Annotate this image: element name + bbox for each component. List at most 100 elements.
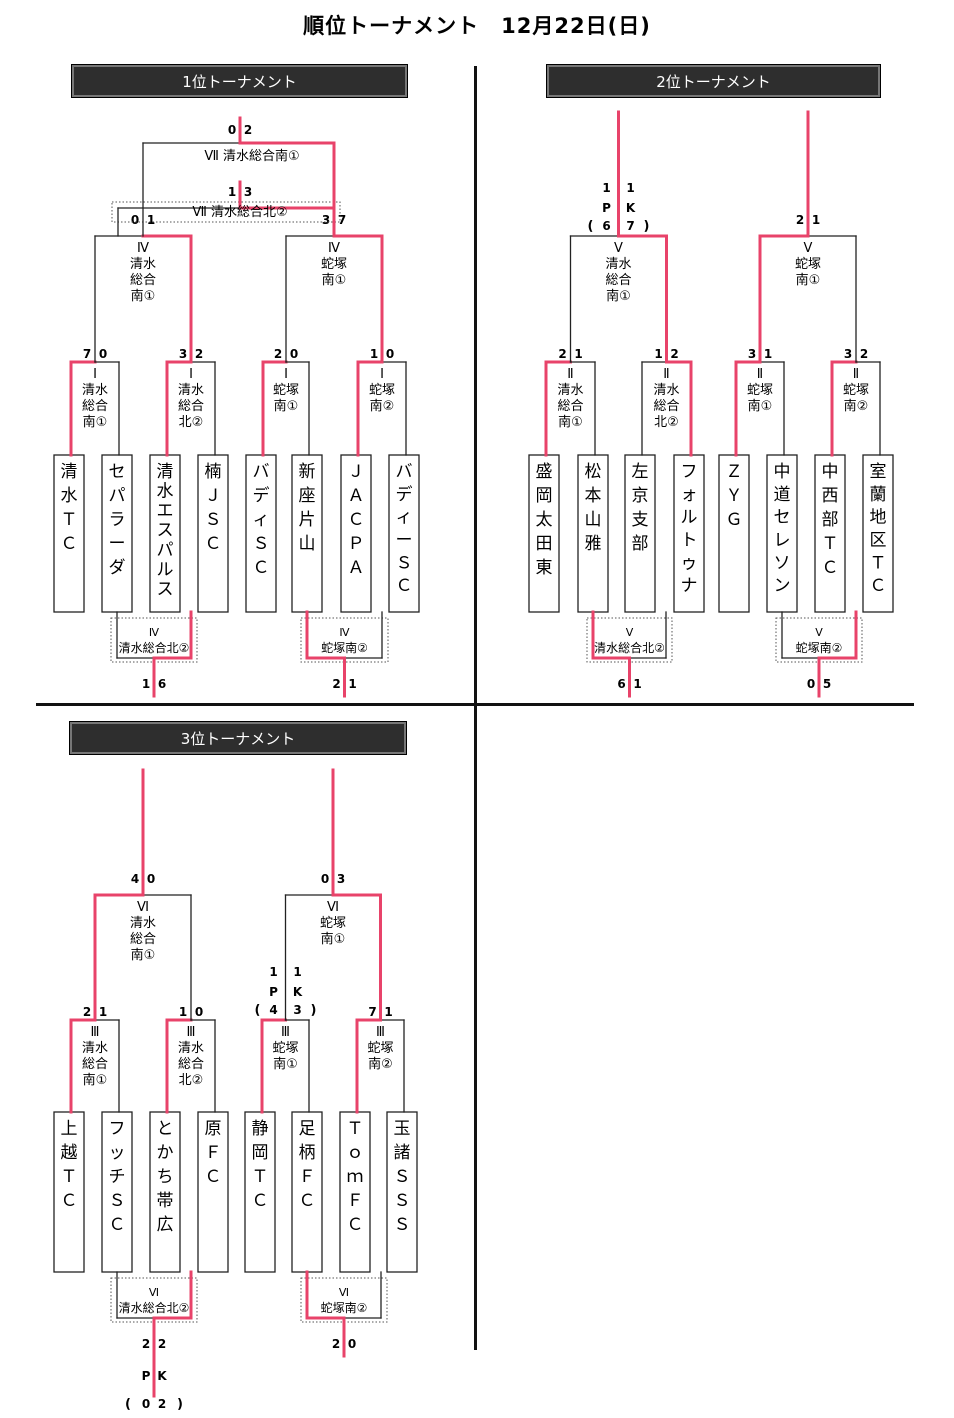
p2-team-0-box bbox=[528, 454, 560, 613]
p1-team-1-char-3: ー bbox=[109, 534, 126, 554]
p2-team-7-char-0: 室 bbox=[870, 462, 887, 482]
p1-team-0-char-0: 清 bbox=[61, 462, 78, 482]
p3-team-1-box bbox=[101, 1111, 133, 1273]
p3-r1-2-pk-left: 4 bbox=[269, 1003, 277, 1017]
p3-r1-0-label-line-1: 清水 bbox=[82, 1041, 108, 1056]
p3-team-2-box bbox=[149, 1111, 181, 1273]
p1-team-0-box bbox=[53, 454, 85, 613]
p1-r1-2-score-right: 0 bbox=[290, 347, 298, 361]
p2-r1-1-label-line-1: 清水 bbox=[653, 383, 679, 398]
p1-team-7-char-5: Ｃ bbox=[396, 576, 413, 596]
p3-r1-0-score-right: 1 bbox=[99, 1005, 107, 1019]
p3-team-1-char-1: ッ bbox=[109, 1143, 126, 1163]
p2-low-1-score-right: 5 bbox=[823, 677, 831, 691]
p1-low-0-label-1: 清水総合北② bbox=[119, 640, 190, 655]
p1-team-4-char-3: Ｓ bbox=[253, 534, 270, 554]
p3-r2-0-label-line-2: 総合 bbox=[130, 932, 156, 947]
p2-team-3-char-3: ト bbox=[681, 531, 698, 551]
p3-team-0-char-1: 越 bbox=[61, 1143, 78, 1163]
p1-team-7-char-2: ィ bbox=[396, 508, 413, 528]
p3-r1-2-pk-right: 3 bbox=[293, 1003, 301, 1017]
p3-r2-0-label-line-0: Ⅵ bbox=[137, 900, 149, 915]
p1-team-5-char-0: 新 bbox=[299, 462, 316, 482]
p3-team-0-char-0: 上 bbox=[61, 1119, 78, 1139]
p3-r2-0-label-line-3: 南① bbox=[131, 947, 156, 963]
p2-r1-3-label-line-1: 蛇塚 bbox=[843, 383, 869, 398]
p1-r2-0-score-left: 0 bbox=[131, 213, 139, 227]
p2-team-2-char-3: 部 bbox=[632, 534, 649, 554]
p1-low-1-score-right: 1 bbox=[348, 677, 356, 691]
p3-team-2-char-3: 帯 bbox=[157, 1191, 174, 1211]
p2-team-4-char-2: Ｇ bbox=[726, 510, 743, 530]
p1-team-4-char-4: Ｃ bbox=[253, 558, 270, 578]
p3-r1-2-label-line-1: 蛇塚 bbox=[272, 1041, 298, 1056]
p1-team-1-char-4: ダ bbox=[109, 558, 126, 578]
p3-low-0-score-right: 2 bbox=[158, 1337, 166, 1351]
p1-team-0-char-3: Ｃ bbox=[61, 534, 78, 554]
p3-team-6-box bbox=[339, 1111, 371, 1273]
p2-team-7-char-2: 地 bbox=[870, 508, 887, 528]
p3-r1-2-label-line-0: Ⅲ bbox=[281, 1025, 290, 1040]
p2-team-0-char-4: 東 bbox=[536, 558, 553, 578]
p3-team-0-box bbox=[53, 1111, 85, 1273]
p1-team-3-char-1: Ｊ bbox=[205, 486, 222, 506]
p3-r1-2-label-line-2: 南① bbox=[273, 1056, 298, 1072]
p3-low-0-pk-k: K bbox=[157, 1369, 167, 1383]
p1-r1-1-label-line-3: 北② bbox=[179, 415, 204, 430]
p2-r1-0-label-line-2: 総合 bbox=[557, 399, 583, 414]
p3-r1-2-score-left: 1 bbox=[269, 965, 277, 979]
p1-team-0-char-1: 水 bbox=[61, 486, 78, 506]
p3-r1-3-label-line-1: 蛇塚 bbox=[367, 1041, 393, 1056]
p1-r1-0-label-line-0: Ⅰ bbox=[93, 367, 97, 382]
p3-r2-1-label-line-0: Ⅵ bbox=[327, 900, 339, 915]
p3-team-1-char-2: チ bbox=[109, 1167, 126, 1187]
p3-r1-1-label-line-2: 総合 bbox=[178, 1057, 204, 1072]
p2-r2-0-label-line-2: 総合 bbox=[605, 273, 631, 288]
p1-r1-0-label-line-2: 総合 bbox=[82, 399, 108, 414]
p3-team-1-char-3: Ｓ bbox=[109, 1191, 126, 1211]
p2-low-0-score-right: 1 bbox=[633, 677, 641, 691]
p3-r1-3-score-left: 7 bbox=[368, 1005, 376, 1019]
p1-team-5-char-3: 山 bbox=[299, 534, 316, 554]
p2-r1-1-label-line-0: Ⅱ bbox=[663, 367, 669, 382]
panel-header-1: 1位トーナメント bbox=[71, 64, 408, 98]
p3-team-7-box bbox=[386, 1111, 418, 1273]
p2-team-3-char-0: フ bbox=[681, 462, 698, 482]
p1-r2-1-label-line-0: Ⅳ bbox=[328, 241, 340, 256]
p3-team-7-char-0: 玉 bbox=[394, 1119, 411, 1139]
p2-team-4-box bbox=[718, 454, 750, 613]
p1-third-score-left: 1 bbox=[228, 185, 236, 199]
p3-low-0-label-0: Ⅵ bbox=[149, 1286, 159, 1299]
p3-team-1-char-4: Ｃ bbox=[109, 1215, 126, 1235]
p3-r1-0-label-line-2: 総合 bbox=[82, 1057, 108, 1072]
p1-team-1-char-0: セ bbox=[109, 462, 126, 482]
p1-low-1-score-left: 2 bbox=[332, 677, 340, 691]
p1-team-5-char-1: 座 bbox=[299, 486, 316, 506]
p3-low-0-pk-right: 2 bbox=[158, 1397, 166, 1411]
p2-r1-2-score-right: 1 bbox=[764, 347, 772, 361]
p2-low-1-label-0: Ⅴ bbox=[815, 626, 823, 639]
p2-team-3-char-4: ゥ bbox=[681, 553, 698, 573]
p2-r2-0-pk-left: 6 bbox=[602, 219, 610, 233]
p2-r2-1-score-right: 1 bbox=[812, 213, 820, 227]
p3-r2-1-label-line-1: 蛇塚 bbox=[320, 916, 346, 931]
p3-low-0-frame bbox=[110, 1277, 198, 1323]
p3-team-3-box bbox=[197, 1111, 229, 1273]
p2-team-5-char-5: ン bbox=[774, 576, 791, 596]
p1-r1-3-label-line-0: Ⅰ bbox=[380, 367, 384, 382]
p2-team-2-box bbox=[624, 454, 656, 613]
p3-r2-0-score-left: 4 bbox=[131, 872, 139, 886]
vertical-divider bbox=[474, 66, 477, 1350]
p3-team-3-char-2: Ｃ bbox=[205, 1167, 222, 1187]
p2-low-0-frame bbox=[586, 617, 673, 663]
p3-team-0-char-3: Ｃ bbox=[61, 1191, 78, 1211]
p1-team-2-char-3: ス bbox=[157, 521, 174, 541]
p2-r2-0-pk-close: ) bbox=[644, 219, 650, 234]
p2-team-7-char-4: Ｔ bbox=[870, 553, 887, 573]
p3-r1-1-label-line-1: 清水 bbox=[178, 1041, 204, 1056]
p2-low-1-frame bbox=[775, 617, 863, 663]
p1-team-2-char-2: エ bbox=[157, 501, 174, 521]
p1-team-6-char-2: Ｃ bbox=[348, 510, 365, 530]
p2-team-1-char-3: 雅 bbox=[585, 534, 602, 554]
p2-r2-1-score-left: 2 bbox=[796, 213, 804, 227]
